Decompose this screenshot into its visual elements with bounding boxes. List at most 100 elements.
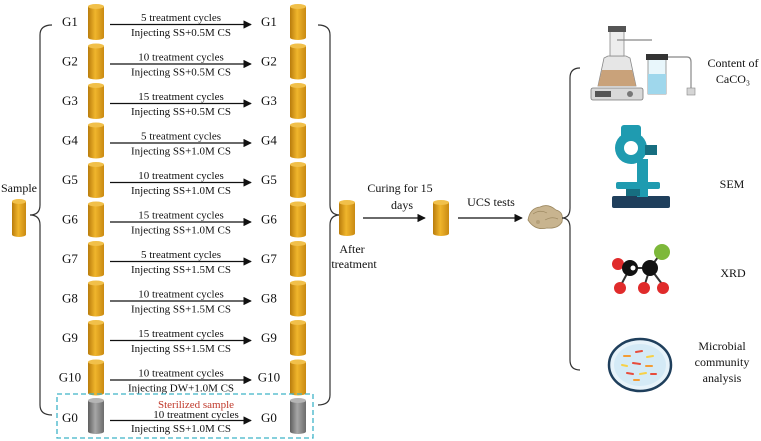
petri-dish-icon (607, 337, 673, 393)
control-label-right: G0 (261, 410, 277, 425)
treatment-cycles-label: 5 treatment cycles (141, 249, 221, 261)
specimen-before (88, 280, 104, 317)
group-label-right: G6 (261, 212, 277, 227)
sample-cylinder (12, 199, 26, 237)
specimen-after (290, 241, 306, 277)
group-label-left: G10 (59, 370, 81, 385)
after-treatment-line1: After (339, 242, 364, 256)
sterile-cylinder-left (88, 398, 104, 434)
injection-label: Injecting SS+1.5M CS (131, 343, 231, 355)
control-row: G0 Sterilized sample 10 treatment cycles… (62, 398, 306, 435)
treatment-cycles-label: 10 treatment cycles (138, 52, 224, 64)
analysis-microbial-line1: Microbial (698, 339, 746, 353)
curing-line2: days (391, 198, 413, 212)
specimen-after (290, 201, 306, 238)
specimen-after (290, 359, 306, 396)
analysis-microbial-line2: community (695, 355, 750, 369)
treatment-cycles-label: 15 treatment cycles (138, 328, 224, 340)
control-injection: Injecting SS+1.0M CS (131, 423, 231, 435)
specimen-before (88, 162, 104, 198)
analysis-sem-label: SEM (720, 177, 745, 191)
group-label-right: G10 (258, 370, 280, 385)
analysis-caco3-line1: Content of (708, 56, 759, 70)
cured-specimen (433, 200, 449, 236)
ucs-label: UCS tests (467, 195, 515, 209)
sample-label: Sample (1, 181, 37, 195)
group-label-right: G9 (261, 330, 277, 345)
injection-label: Injecting SS+1.5M CS (131, 304, 231, 316)
injection-label: Injecting SS+1.0M CS (131, 146, 231, 158)
analysis-caco3-line2: CaCO₃ (716, 72, 750, 86)
analysis-microbial-line3: analysis (703, 371, 742, 385)
group-label-right: G8 (261, 291, 277, 306)
analysis-xrd-label: XRD (720, 266, 746, 280)
control-label-left: G0 (62, 410, 78, 425)
injection-label: Injecting SS+1.0M CS (131, 225, 231, 237)
group-label-left: G7 (62, 251, 78, 266)
group-label-left: G8 (62, 291, 78, 306)
group-label-left: G5 (62, 172, 78, 187)
treatment-cycles-label: 5 treatment cycles (141, 131, 221, 143)
analysis-brace (561, 67, 581, 371)
treatment-cycles-label: 15 treatment cycles (138, 210, 224, 222)
group-label-left: G9 (62, 330, 78, 345)
control-note: Sterilized sample (158, 399, 234, 411)
injection-label: Injecting SS+1.0M CS (131, 185, 231, 197)
after-treatment-line2: treatment (331, 257, 377, 271)
specimen-before (88, 359, 104, 396)
sterilized-specimen-left (88, 398, 104, 434)
left-brace (29, 24, 53, 416)
group-label-right: G4 (261, 133, 277, 148)
injection-label: Injecting DW+1.0M CS (128, 383, 234, 395)
specimen-before (88, 43, 104, 80)
treatment-cycles-label: 5 treatment cycles (141, 12, 221, 24)
control-dashed-box (56, 393, 314, 439)
group-label-left: G3 (62, 93, 78, 108)
specimen-before (88, 201, 104, 238)
lab-apparatus-icon (590, 26, 696, 101)
group-label-left: G1 (62, 14, 78, 29)
after-cylinder (339, 200, 355, 236)
group-label-right: G5 (261, 172, 277, 187)
specimen-after (290, 83, 306, 119)
molecule-icon (612, 244, 670, 294)
treatment-cycles-label: 10 treatment cycles (138, 368, 224, 380)
specimen-after (290, 320, 306, 356)
group-label-right: G3 (261, 93, 277, 108)
group-label-left: G2 (62, 54, 78, 69)
after-treatment-specimen (339, 200, 355, 236)
group-label-left: G6 (62, 212, 78, 227)
specimen-after (290, 280, 306, 317)
right-brace (317, 24, 341, 406)
injection-label: Injecting SS+1.5M CS (131, 264, 231, 276)
specimen-before (88, 83, 104, 119)
specimen-before (88, 320, 104, 356)
cured-cylinder (433, 200, 449, 236)
group-label-left: G4 (62, 133, 78, 148)
injection-label: Injecting SS+0.5M CS (131, 106, 231, 118)
sample-specimen (12, 199, 26, 237)
treatment-cycles-label: 15 treatment cycles (138, 91, 224, 103)
specimen-after (290, 122, 306, 159)
specimen-after (290, 43, 306, 80)
specimen-after (290, 4, 306, 40)
crushed-specimen-icon (527, 205, 563, 230)
control-cycles: 10 treatment cycles (153, 409, 239, 421)
treatment-cycles-label: 10 treatment cycles (138, 289, 224, 301)
group-label-right: G7 (261, 251, 277, 266)
specimen-after (290, 162, 306, 198)
group-label-right: G2 (261, 54, 277, 69)
treatment-cycles-label: 10 treatment cycles (138, 170, 224, 182)
curing-line1: Curing for 15 (367, 181, 432, 195)
